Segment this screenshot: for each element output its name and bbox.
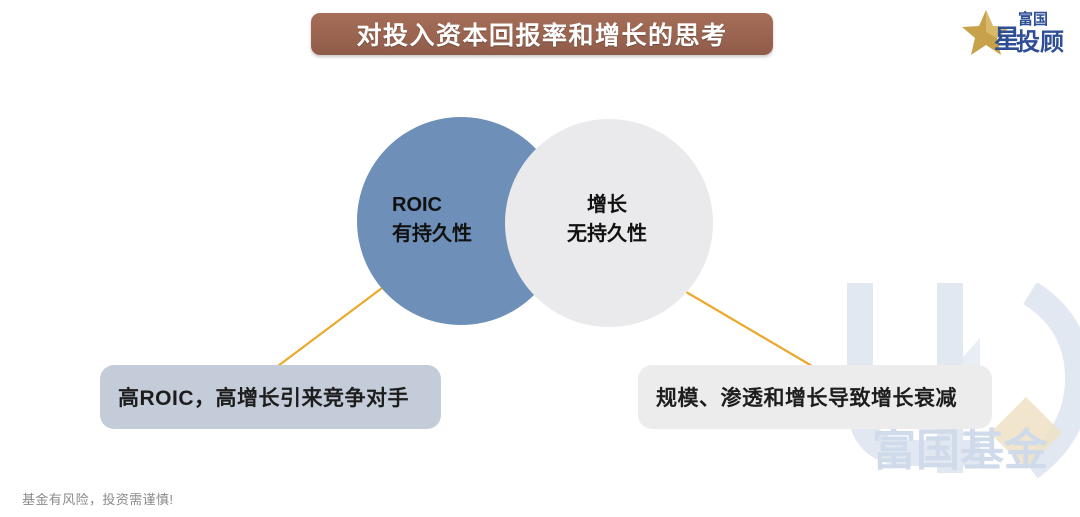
callout-right-text: 规模、渗透和增长导致增长衰减 xyxy=(656,387,957,410)
circle-growth-line2: 无持久性 xyxy=(567,223,647,245)
logo-bottom-text: 投顾 xyxy=(1016,29,1064,56)
circle-roic-label: ROIC 有持久性 xyxy=(392,191,504,249)
circle-roic-line1: ROIC xyxy=(392,194,442,216)
callout-box-right: 规模、渗透和增长导致增长衰减 xyxy=(638,365,992,429)
slide-title-banner: 对投入资本回报率和增长的思考 xyxy=(311,13,773,55)
callout-box-left: 高ROIC，高增长引来竞争对手 xyxy=(100,365,441,429)
footer-disclaimer: 基金有风险，投资需谨慎! xyxy=(22,492,174,507)
watermark-text: 富国基金 xyxy=(872,426,1049,475)
callout-left-text: 高ROIC，高增长引来竞争对手 xyxy=(118,387,409,410)
circle-growth-line1: 增长 xyxy=(587,194,627,216)
logo-star-char: 星 xyxy=(994,24,1020,54)
page-title: 对投入资本回报率和增长的思考 xyxy=(356,22,728,50)
company-logo: 星 富国 投顾 xyxy=(962,10,1064,56)
circle-growth-label: 增长 无持久性 xyxy=(545,191,669,249)
connector-right xyxy=(675,285,813,367)
connector-left xyxy=(277,284,387,367)
logo-top-text: 富国 xyxy=(1018,10,1048,28)
logo-star-icon xyxy=(962,10,1010,55)
circle-roic-line2: 有持久性 xyxy=(392,223,472,245)
